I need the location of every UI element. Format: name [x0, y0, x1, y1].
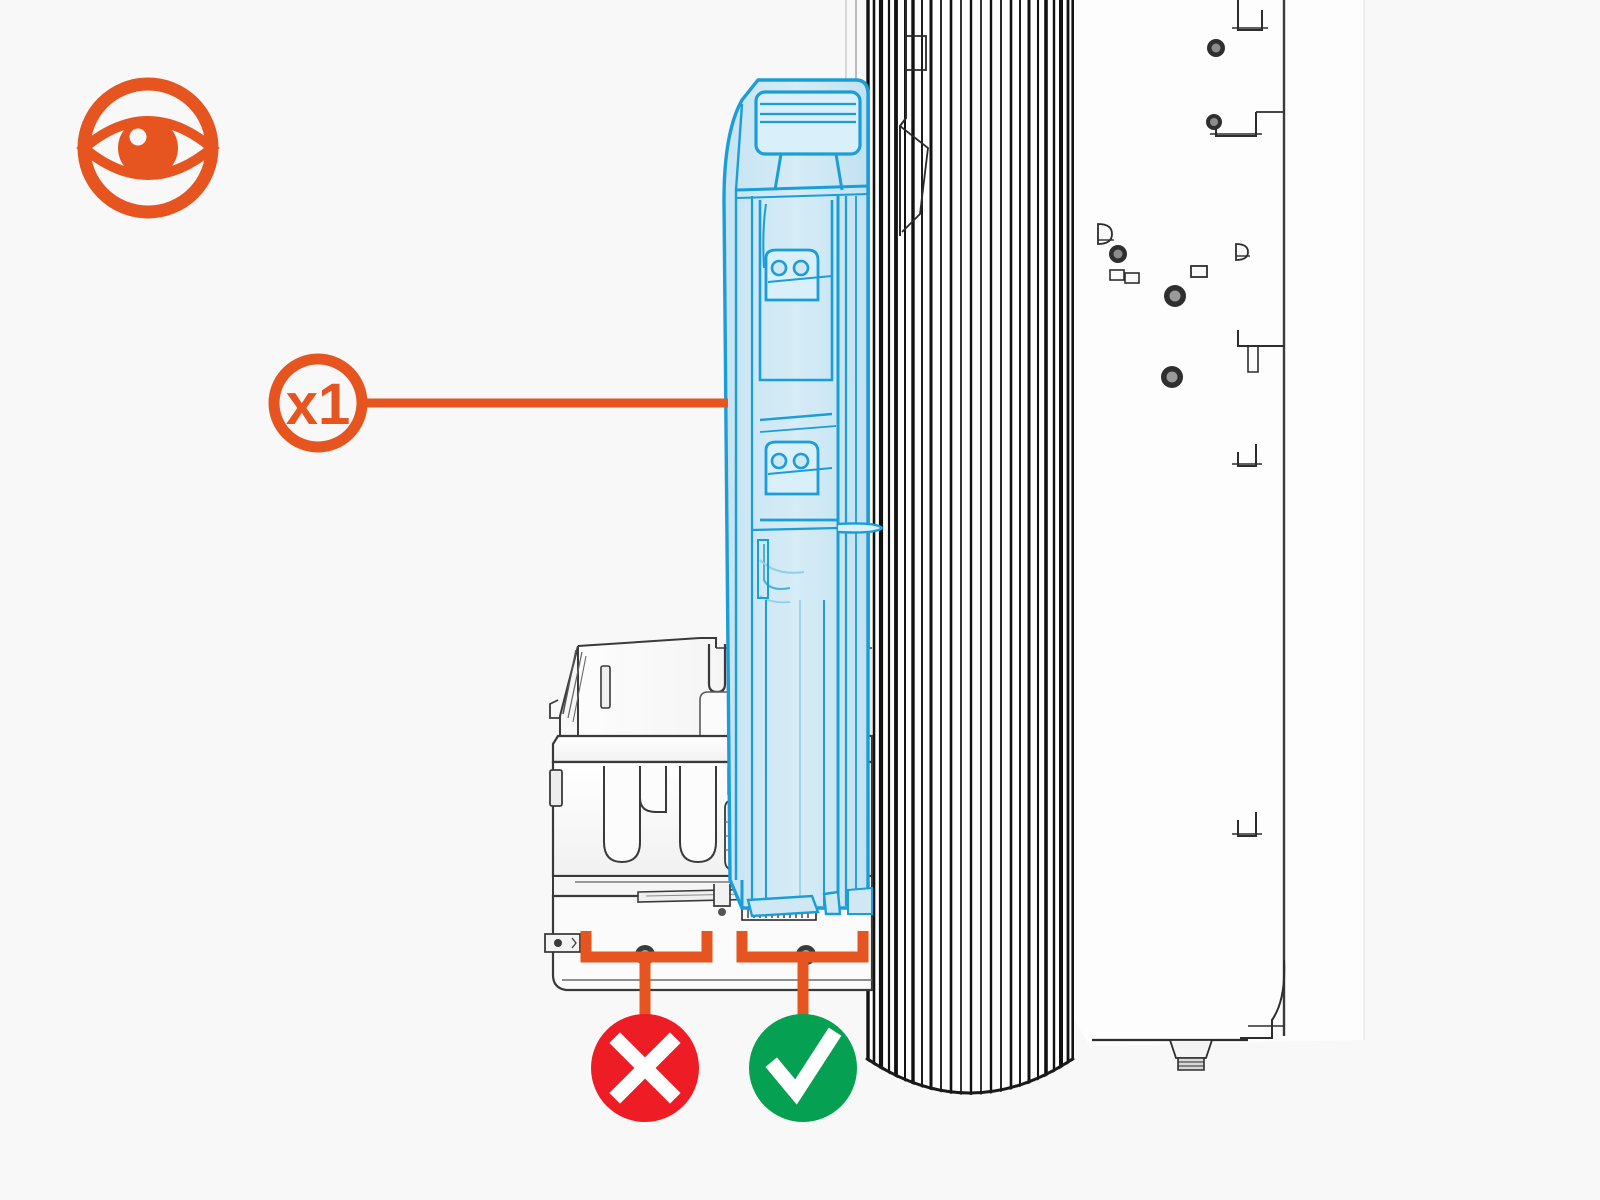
quantity-callout[interactable]: x1: [268, 353, 728, 453]
bracket-correct: [736, 931, 869, 1016]
panel-screw: [1161, 366, 1183, 388]
panel-screw: [1164, 285, 1186, 307]
quantity-label: x1: [286, 372, 351, 437]
panel-screw: [1207, 39, 1225, 57]
bracket-incorrect: [580, 931, 713, 1016]
ribbed-column: [845, 0, 1075, 1095]
correct-marker[interactable]: [749, 1014, 857, 1122]
eye-icon: [76, 77, 220, 219]
highlighted-blue-panel: [722, 78, 884, 910]
rear-panel: [1074, 0, 1365, 1071]
panel-screw: [1109, 245, 1127, 263]
incorrect-marker[interactable]: [591, 1014, 699, 1122]
blue-panel-fragment: [746, 886, 873, 918]
panel-screw: [1206, 114, 1222, 130]
